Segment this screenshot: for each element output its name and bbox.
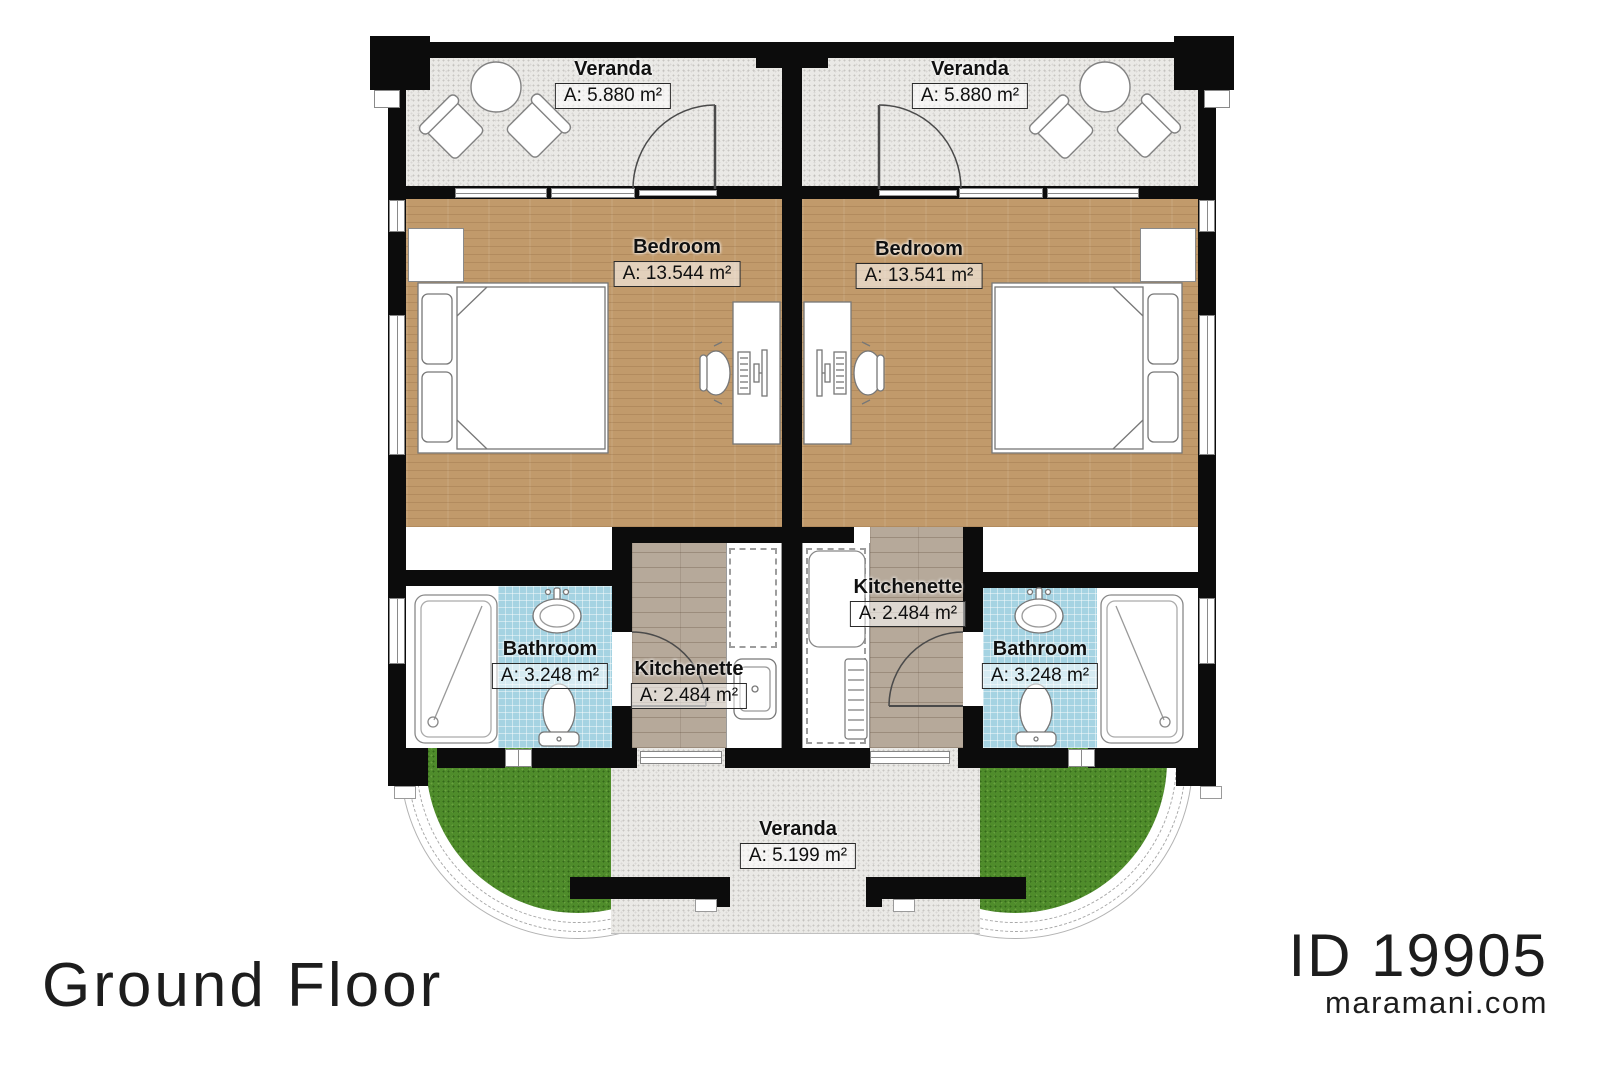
wall-bathroom-top-right	[963, 572, 1198, 588]
closet-right	[1140, 228, 1196, 282]
door-opening-right	[963, 632, 983, 706]
pillar-bottom-right	[1176, 748, 1216, 786]
window-left-bath	[389, 598, 405, 664]
wall-center	[782, 42, 802, 755]
room-label-veranda-bottom: Veranda A: 5.199 m²	[739, 818, 857, 869]
room-name: Kitchenette	[853, 576, 963, 598]
door-swing-icon	[632, 104, 717, 190]
room-area: A: 2.484 m²	[849, 601, 967, 627]
pillar-base-right	[1204, 90, 1230, 108]
door-threshold-left	[639, 190, 717, 196]
floor-title: Ground Floor	[42, 951, 444, 1020]
veranda-wall-right-bar	[866, 877, 1026, 899]
room-name: Veranda	[759, 818, 837, 840]
patio-table-chairs-icon	[1028, 61, 1182, 159]
desk-chair-icon	[803, 301, 885, 445]
pillar-step-right	[1200, 786, 1222, 799]
closet-left	[408, 228, 464, 282]
window-veranda-right	[1047, 188, 1139, 198]
wall-kitchenette-top-left	[612, 527, 802, 543]
veranda-wall-right-notch	[866, 898, 882, 907]
window-bottom-right	[1068, 749, 1095, 767]
plan-id: ID 19905	[1288, 922, 1548, 989]
upper-cabinet-dashed-right	[806, 548, 866, 744]
hall-right	[983, 527, 1198, 572]
room-name: Veranda	[574, 58, 652, 80]
toilet-icon	[538, 683, 580, 747]
room-area: A: 13.544 m²	[613, 261, 741, 287]
window-veranda-left	[455, 188, 547, 198]
veranda-wall-left-notch	[714, 898, 730, 907]
room-label-veranda-right: Veranda A: 5.880 m²	[911, 58, 1029, 109]
room-label-veranda-left: Veranda A: 5.880 m²	[554, 58, 672, 109]
room-area: A: 5.880 m²	[911, 83, 1029, 109]
bed-icon	[417, 282, 609, 454]
pillar-base-left	[374, 90, 400, 108]
veranda-wall-left-bar	[570, 877, 730, 899]
room-veranda-bottom	[611, 748, 980, 934]
shower-icon	[414, 594, 498, 744]
window-right-large	[1199, 315, 1215, 455]
pillar-step-left	[394, 786, 416, 799]
window-veranda-left	[551, 188, 635, 198]
wall-bottom-seg	[958, 748, 1068, 768]
room-label-bathroom-right: Bathroom A: 3.248 m²	[981, 638, 1099, 689]
plan-id-block: ID 19905 maramani.com	[1288, 924, 1548, 1018]
window-veranda-right	[959, 188, 1043, 198]
window-left-small	[389, 200, 405, 232]
wall-bottom-seg	[725, 748, 870, 768]
toilet-icon	[1015, 683, 1057, 747]
room-label-bedroom-right: Bedroom A: 13.541 m²	[855, 238, 983, 289]
patio-table-chairs-icon	[418, 61, 572, 159]
door-swing-icon	[877, 104, 962, 190]
wall-bottom-seg	[532, 748, 637, 768]
sink-icon	[1014, 587, 1064, 634]
room-name: Veranda	[931, 58, 1009, 80]
room-area: A: 13.541 m²	[855, 263, 983, 289]
room-area: A: 3.248 m²	[981, 663, 1099, 689]
window-right-bath	[1199, 598, 1215, 664]
desk-chair-icon	[699, 301, 781, 445]
room-area: A: 5.199 m²	[739, 843, 857, 869]
room-kitchenette-left	[632, 543, 726, 748]
window-bottom-veranda-left	[640, 751, 722, 764]
room-area: A: 3.248 m²	[491, 663, 609, 689]
wall-kitchenette-top-right	[802, 527, 854, 543]
room-name: Bedroom	[875, 238, 963, 260]
sink-icon	[532, 587, 582, 634]
window-bottom-left	[505, 749, 532, 767]
entry-step-left	[695, 899, 717, 912]
room-label-kitchenette-left: Kitchenette A: 2.484 m²	[630, 658, 748, 709]
room-label-bedroom-left: Bedroom A: 13.544 m²	[613, 236, 741, 287]
room-name: Kitchenette	[634, 658, 744, 680]
room-kitchenette-right	[870, 527, 963, 748]
wall-bathroom-top-left	[406, 570, 612, 586]
room-label-kitchenette-right: Kitchenette A: 2.484 m²	[849, 576, 967, 627]
window-left-large	[389, 315, 405, 455]
door-threshold-right	[879, 190, 957, 196]
room-name: Bedroom	[633, 236, 721, 258]
window-bottom-veranda-right	[870, 751, 950, 764]
room-name: Bathroom	[992, 638, 1088, 660]
website: maramani.com	[1325, 985, 1548, 1020]
shower-icon	[1100, 594, 1184, 744]
room-name: Bathroom	[502, 638, 598, 660]
room-label-bathroom-left: Bathroom A: 3.248 m²	[491, 638, 609, 689]
upper-cabinet-dashed-left	[729, 548, 777, 648]
pillar-bottom-left	[388, 748, 428, 786]
entry-step-right	[893, 899, 915, 912]
drainer-icon	[844, 658, 868, 740]
room-area: A: 2.484 m²	[630, 683, 748, 709]
hall-left	[406, 527, 612, 570]
window-right-small	[1199, 200, 1215, 232]
door-opening-left	[612, 632, 632, 706]
wall-bottom-seg	[437, 748, 505, 768]
bed-icon	[991, 282, 1183, 454]
room-area: A: 5.880 m²	[554, 83, 672, 109]
door-swing-icon	[888, 631, 964, 707]
